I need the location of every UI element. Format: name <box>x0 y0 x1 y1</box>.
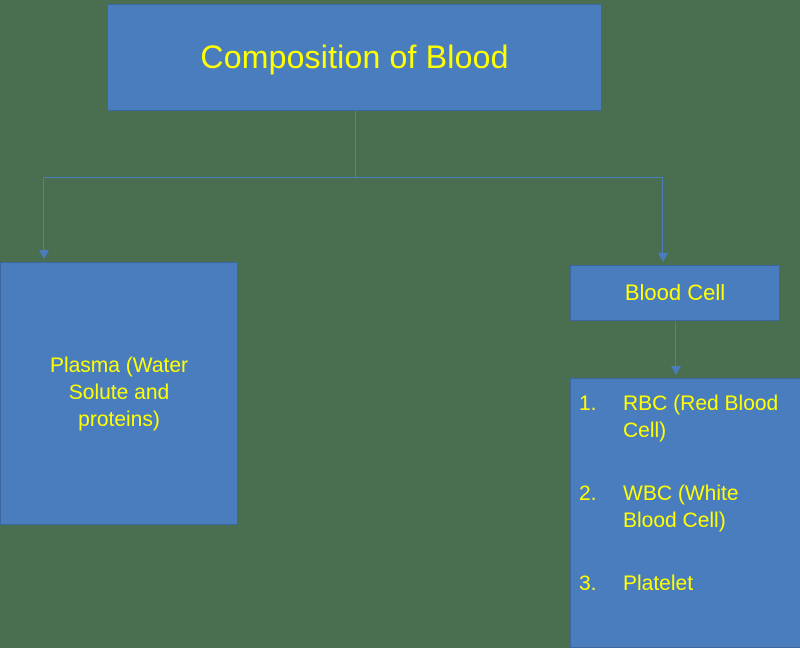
node-blood-cell-types: 1. RBC (Red Blood Cell) 2. WBC (White Bl… <box>570 378 800 648</box>
connector-blood-cell-to-types <box>675 321 676 369</box>
node-plasma-label: Plasma (Water Solute and proteins) <box>50 353 188 434</box>
connector-bus-to-plasma <box>43 177 44 253</box>
list-item-number: 2. <box>579 481 597 505</box>
list-item: 3. Platelet <box>571 571 800 598</box>
list-item-label: Platelet <box>623 571 694 595</box>
node-root-composition-of-blood: Composition of Blood <box>107 4 602 111</box>
connector-root-to-bus <box>355 111 356 177</box>
list-item: 2. WBC (White Blood Cell) <box>571 481 800 535</box>
list-item-label: WBC (White Blood Cell) <box>623 481 739 532</box>
list-item: 1. RBC (Red Blood Cell) <box>571 391 800 445</box>
arrowhead-blood-cell-types-icon <box>671 366 681 375</box>
list-item-number: 1. <box>579 392 597 415</box>
list-item-label: RBC (Red Blood Cell) <box>623 392 779 442</box>
node-blood-cell: Blood Cell <box>570 265 780 321</box>
arrowhead-plasma-icon <box>39 250 49 259</box>
connector-horizontal-bus <box>43 177 663 178</box>
node-plasma: Plasma (Water Solute and proteins) <box>0 262 238 525</box>
node-blood-cell-label: Blood Cell <box>624 279 726 305</box>
node-root-label: Composition of Blood <box>200 39 509 76</box>
node-plasma-line-2: Solute and <box>68 381 170 405</box>
connector-bus-to-blood-cell <box>662 177 663 255</box>
arrowhead-blood-cell-icon <box>658 253 668 262</box>
node-plasma-line-1: Plasma (Water <box>49 354 189 378</box>
node-plasma-line-3: proteins) <box>78 407 160 431</box>
list-item-number: 3. <box>579 571 597 595</box>
